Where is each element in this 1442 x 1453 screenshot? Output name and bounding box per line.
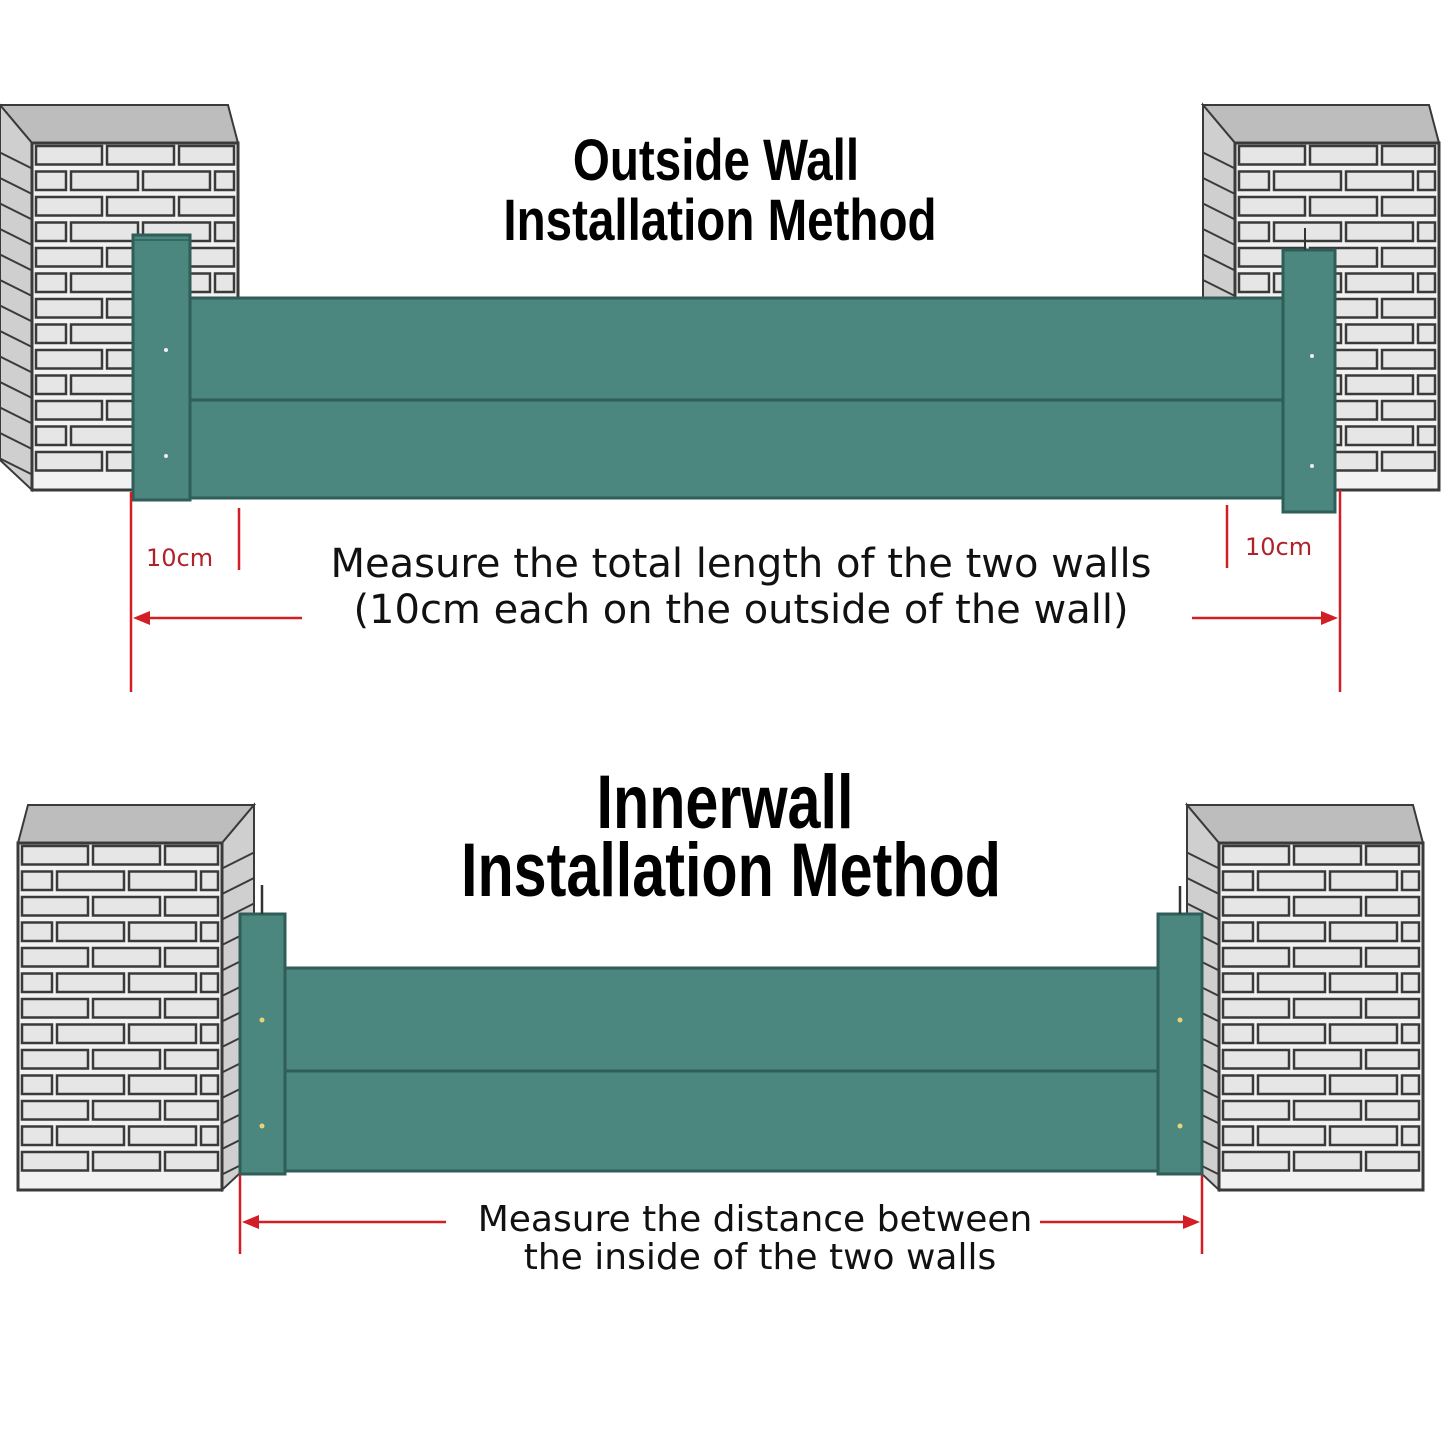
left-fence-post (238, 885, 287, 1176)
left-offset-label: 10cm (146, 544, 213, 572)
right-brick-pillar (1184, 802, 1425, 1193)
outside-wall-section: Outside Wall Installation Method 10cm 10… (0, 102, 1441, 692)
left-fence-post (131, 233, 192, 502)
right-arrowhead (1321, 611, 1338, 625)
outside-title-line1: Outside Wall (573, 129, 859, 194)
fence-panel (188, 296, 1287, 500)
inner-title-line2: Installation Method (461, 828, 1001, 913)
outside-dimension (129, 490, 1342, 692)
right-arrowhead (1183, 1215, 1200, 1229)
right-fence-post (1281, 228, 1337, 514)
fence-panel (283, 966, 1160, 1173)
inner-title-line1: Innerwall (597, 760, 854, 845)
outside-caption-line2: (10cm each on the outside of the wall) (353, 587, 1128, 633)
left-arrowhead (133, 611, 150, 625)
inner-caption-line2: the inside of the two walls (524, 1237, 997, 1278)
inner-dimension (238, 1175, 1204, 1254)
outside-title-line2: Installation Method (503, 189, 936, 254)
right-offset-label: 10cm (1245, 533, 1312, 561)
inner-wall-section: Innerwall Installation Method Measure th… (16, 760, 1425, 1278)
outside-caption-line1: Measure the total length of the two wall… (331, 541, 1152, 587)
left-arrowhead (242, 1215, 259, 1229)
inner-caption-line1: Measure the distance between (478, 1199, 1033, 1240)
right-fence-post (1156, 886, 1204, 1176)
left-brick-pillar (16, 802, 257, 1193)
